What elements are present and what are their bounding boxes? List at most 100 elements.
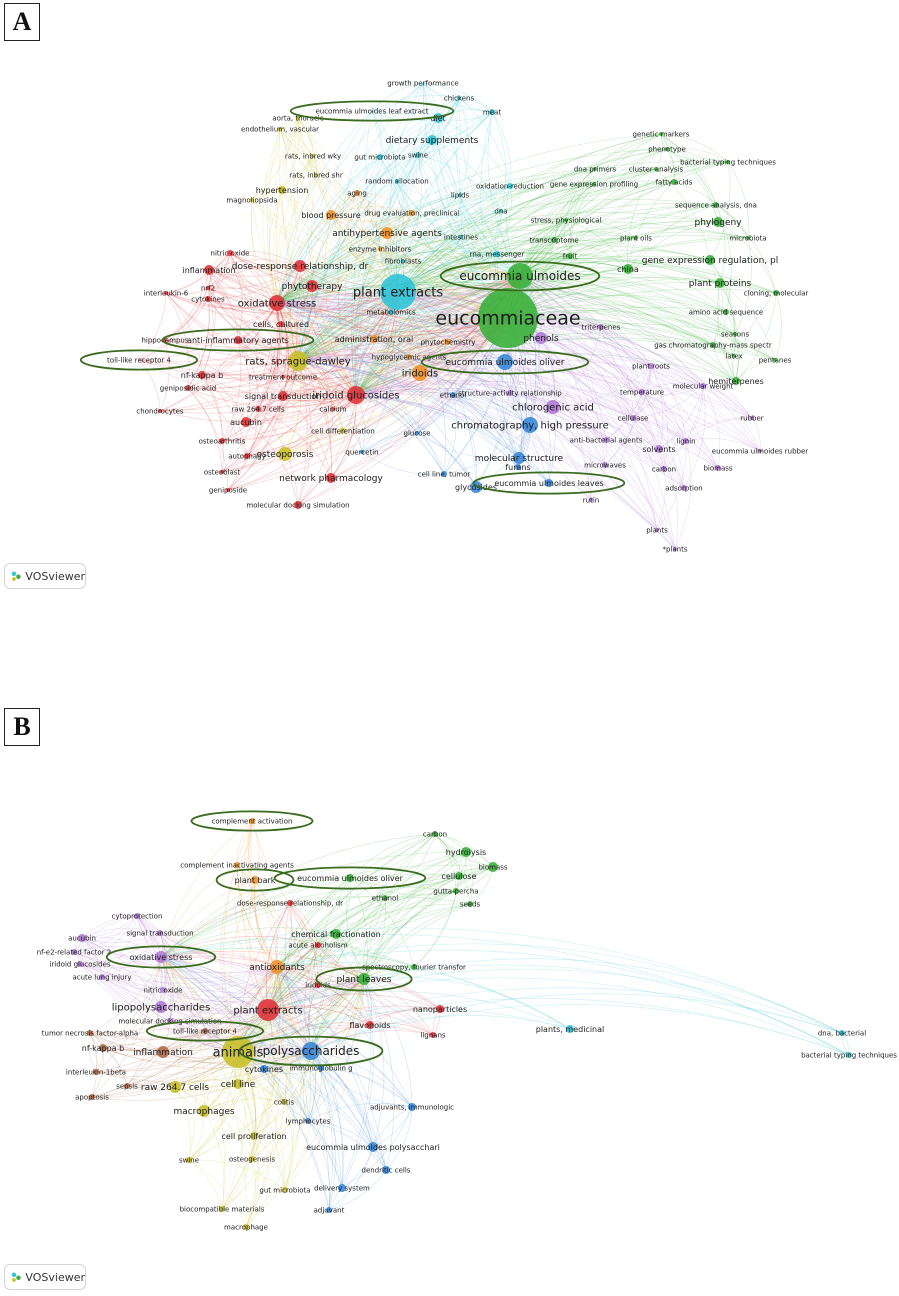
keyword-label[interactable]: eucommia ulmoides oliver	[446, 358, 565, 368]
keyword-label[interactable]: anti-inflammatory agents	[187, 336, 289, 345]
keyword-label[interactable]: lignin	[676, 437, 695, 445]
keyword-label[interactable]: plants, medicinal	[536, 1025, 605, 1034]
keyword-label[interactable]: cytokines	[191, 295, 225, 303]
keyword-node[interactable]	[639, 389, 645, 395]
keyword-label[interactable]: phenols	[523, 334, 559, 344]
keyword-node[interactable]	[220, 470, 224, 474]
keyword-label[interactable]: cell line, tumor	[418, 470, 471, 478]
keyword-node[interactable]	[773, 358, 777, 362]
keyword-node[interactable]	[453, 888, 459, 894]
keyword-label[interactable]: nf-kappa b	[82, 1044, 124, 1053]
keyword-label[interactable]: anti-bacterial agents	[570, 436, 643, 444]
keyword-label[interactable]: raw 264.7 cells	[231, 405, 284, 413]
keyword-label[interactable]: bacterial typing techniques	[801, 1051, 897, 1059]
keyword-node[interactable]	[380, 274, 416, 310]
keyword-label[interactable]: nanoparticles	[413, 1005, 467, 1014]
keyword-node[interactable]	[157, 1046, 169, 1058]
keyword-label[interactable]: rats, inbred shr	[289, 171, 343, 179]
keyword-label[interactable]: flavonoids	[349, 1021, 390, 1030]
keyword-label[interactable]: signal transduction	[245, 392, 322, 401]
keyword-node[interactable]	[169, 1081, 181, 1093]
keyword-node[interactable]	[713, 202, 719, 208]
keyword-node[interactable]	[198, 371, 206, 379]
keyword-label[interactable]: geniposide	[209, 486, 247, 494]
keyword-label[interactable]: quercetin	[345, 448, 378, 456]
keyword-node[interactable]	[226, 488, 230, 492]
keyword-label[interactable]: dose-response relationship, dr	[237, 899, 343, 907]
keyword-node[interactable]	[354, 190, 360, 196]
keyword-label[interactable]: acute alcoholism	[288, 941, 347, 949]
keyword-node[interactable]	[648, 363, 654, 369]
keyword-node[interactable]	[733, 332, 737, 336]
keyword-node[interactable]	[204, 265, 214, 275]
keyword-label[interactable]: lipids	[451, 191, 470, 199]
keyword-node[interactable]	[661, 466, 667, 472]
keyword-node[interactable]	[250, 1132, 258, 1140]
keyword-label[interactable]: signal transduction	[126, 929, 193, 937]
keyword-node[interactable]	[358, 973, 370, 985]
keyword-node[interactable]	[326, 473, 336, 483]
keyword-node[interactable]	[198, 1105, 210, 1117]
keyword-label[interactable]: plant leaves	[337, 975, 392, 985]
keyword-node[interactable]	[467, 901, 473, 907]
keyword-label[interactable]: pentanes	[759, 356, 792, 364]
keyword-node[interactable]	[415, 152, 421, 158]
keyword-label[interactable]: spectroscopy, fourier transfor	[362, 963, 466, 971]
keyword-label[interactable]: oxidation-reduction	[476, 182, 544, 190]
keyword-node[interactable]	[160, 987, 166, 993]
keyword-node[interactable]	[331, 407, 335, 411]
keyword-node[interactable]	[535, 332, 547, 344]
keyword-node[interactable]	[450, 392, 456, 398]
keyword-label[interactable]: endothelium, vascular	[241, 125, 319, 133]
keyword-node[interactable]	[282, 1187, 288, 1193]
keyword-label[interactable]: immunoglobulin g	[289, 1064, 352, 1072]
keyword-node[interactable]	[314, 173, 318, 177]
keyword-node[interactable]	[488, 862, 498, 872]
keyword-label[interactable]: eucommia ulmoides	[459, 269, 580, 283]
keyword-node[interactable]	[671, 179, 677, 185]
keyword-node[interactable]	[665, 147, 669, 151]
keyword-label[interactable]: fatty acids	[656, 178, 693, 186]
keyword-label[interactable]: delivery system	[314, 1184, 370, 1192]
keyword-label[interactable]: eucommiaceae	[435, 308, 580, 330]
keyword-node[interactable]	[623, 264, 633, 274]
keyword-label[interactable]: polysaccharides	[263, 1044, 360, 1058]
keyword-label[interactable]: fruit	[563, 252, 578, 260]
keyword-label[interactable]: phytochemistry	[421, 338, 476, 346]
keyword-label[interactable]: adjuvants, immunologic	[370, 1103, 454, 1111]
keyword-label[interactable]: chlorogenic acid	[512, 403, 594, 414]
keyword-node[interactable]	[489, 109, 495, 115]
keyword-node[interactable]	[388, 309, 394, 315]
keyword-label[interactable]: microbiota	[729, 234, 766, 242]
keyword-node[interactable]	[233, 1079, 243, 1089]
keyword-label[interactable]: phylogeny	[694, 218, 742, 228]
keyword-label[interactable]: complement inactivating agents	[180, 861, 294, 869]
keyword-node[interactable]	[302, 1042, 320, 1060]
keyword-node[interactable]	[839, 1030, 845, 1036]
keyword-node[interactable]	[715, 465, 721, 471]
keyword-node[interactable]	[436, 1005, 444, 1013]
keyword-node[interactable]	[281, 375, 285, 379]
keyword-node[interactable]	[457, 96, 461, 100]
keyword-label[interactable]: acute lung injury	[72, 973, 131, 981]
keyword-label[interactable]: gene expression profiling	[550, 180, 638, 188]
keyword-node[interactable]	[227, 250, 233, 256]
keyword-label[interactable]: carbon	[652, 465, 676, 473]
keyword-label[interactable]: network pharmacology	[279, 474, 383, 484]
keyword-node[interactable]	[415, 431, 419, 435]
keyword-label[interactable]: eucommia ulmoides leaves	[494, 479, 603, 488]
keyword-node[interactable]	[366, 1021, 374, 1029]
keyword-node[interactable]	[455, 872, 463, 880]
keyword-label[interactable]: raw 264.7 cells	[141, 1083, 210, 1093]
keyword-node[interactable]	[395, 179, 399, 183]
keyword-node[interactable]	[87, 1030, 93, 1036]
keyword-label[interactable]: calcium	[319, 405, 346, 413]
keyword-label[interactable]: cell line	[221, 1080, 256, 1090]
keyword-node[interactable]	[164, 291, 168, 295]
keyword-label[interactable]: chromatography, high pressure	[451, 421, 608, 432]
keyword-label[interactable]: glycosides	[455, 483, 497, 492]
keyword-label[interactable]: growth performance	[387, 79, 458, 87]
keyword-node[interactable]	[249, 818, 255, 824]
keyword-node[interactable]	[655, 445, 663, 453]
keyword-node[interactable]	[370, 335, 378, 343]
